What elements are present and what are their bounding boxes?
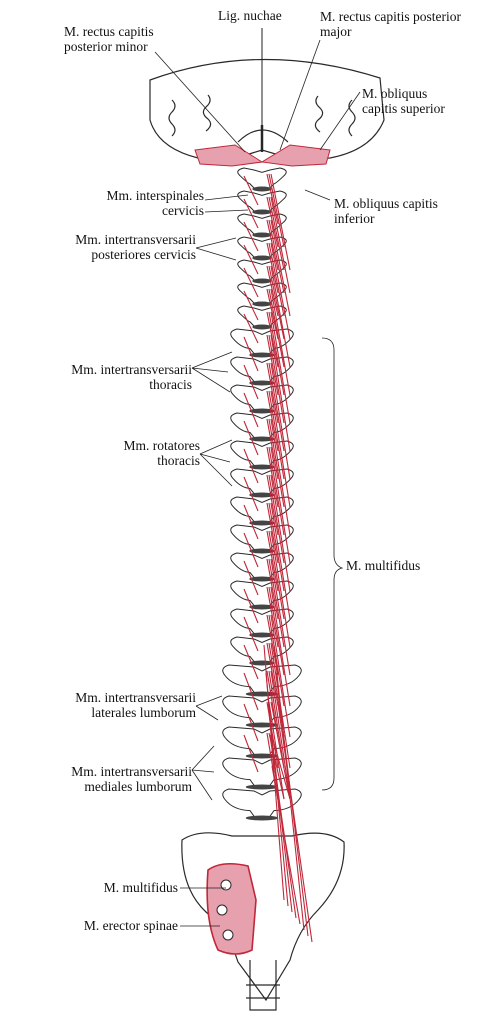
vertebra: [231, 497, 294, 526]
label-line: thoracis: [60, 453, 200, 468]
label-line: M. rectus capitis: [64, 24, 154, 39]
vertebra: [231, 637, 294, 666]
label-intertransversarii-posteriores-cervicis: Mm. intertransversarii posteriores cervi…: [34, 232, 196, 262]
label-line: M. rectus capitis posterior: [320, 9, 461, 24]
label-line: inferior: [334, 211, 438, 226]
label-rectus-capitis-posterior-minor: M. rectus capitis posterior minor: [64, 24, 154, 54]
vertebra: [238, 191, 287, 215]
label-line: Mm. intertransversarii: [34, 362, 192, 377]
label-line: thoracis: [34, 377, 192, 392]
label-line: Mm. interspinales: [52, 188, 204, 203]
label-interspinales-cervicis: Mm. interspinales cervicis: [52, 188, 204, 218]
vertebra: [231, 581, 294, 610]
vertebra: [231, 413, 294, 442]
label-line: M. obliquus capitis: [334, 196, 438, 211]
label-line: mediales lumborum: [14, 779, 192, 794]
vertebra: [231, 609, 294, 638]
vertebra: [231, 553, 294, 582]
label-rectus-capitis-posterior-major: M. rectus capitis posterior major: [320, 9, 461, 39]
label-line: Mm. intertransversarii: [14, 764, 192, 779]
label-rotatores-thoracis: Mm. rotatores thoracis: [60, 438, 200, 468]
vertebra: [231, 469, 294, 498]
vertebra: [231, 525, 294, 554]
label-multifidus-sacrum: M. multifidus: [40, 880, 178, 895]
label-intertransversarii-laterales-lumborum: Mm. intertransversarii laterales lumboru…: [20, 690, 196, 720]
sacrum: [182, 833, 344, 1010]
label-multifidus-brace: M. multifidus: [346, 558, 420, 573]
label-line: Mm. intertransversarii: [34, 232, 196, 247]
label-line: capitis superior: [362, 101, 445, 116]
vertebra: [238, 214, 287, 238]
multifidus-fibers: [244, 174, 312, 942]
vertebra: [238, 283, 287, 307]
sacral-muscle-section: [207, 864, 256, 954]
vertebra: [238, 168, 287, 192]
label-lig-nuchae: Lig. nuchae: [218, 8, 282, 23]
label-erector-spinae: M. erector spinae: [30, 918, 178, 933]
label-line: M. obliquus: [362, 86, 445, 101]
label-line: cervicis: [52, 203, 204, 218]
label-line: Mm. intertransversarii: [20, 690, 196, 705]
label-line: Mm. rotatores: [60, 438, 200, 453]
skull-base: [150, 59, 384, 160]
label-obliquus-capitis-superior: M. obliquus capitis superior: [362, 86, 445, 116]
label-obliquus-capitis-inferior: M. obliquus capitis inferior: [334, 196, 438, 226]
label-line: major: [320, 24, 461, 39]
label-line: laterales lumborum: [20, 705, 196, 720]
label-intertransversarii-mediales-lumborum: Mm. intertransversarii mediales lumborum: [14, 764, 192, 794]
vertebra: [238, 260, 287, 284]
label-line: posterior minor: [64, 39, 154, 54]
label-intertransversarii-thoracis: Mm. intertransversarii thoracis: [34, 362, 192, 392]
vertebra: [238, 237, 287, 261]
vertebra: [231, 441, 294, 470]
label-line: posteriores cervicis: [34, 247, 196, 262]
